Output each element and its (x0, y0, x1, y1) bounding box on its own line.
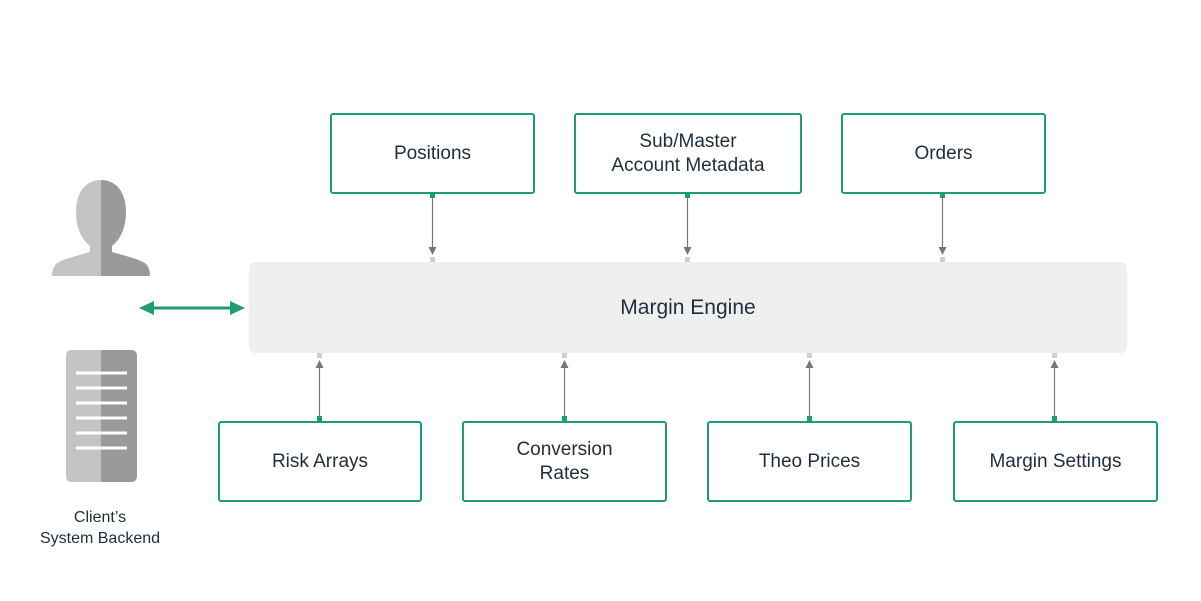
margin-settings-box: Margin Settings (953, 421, 1158, 502)
risk-arrays-label: Risk Arrays (271, 450, 369, 472)
account-metadata-box: Sub/Master Account Metadata (574, 113, 802, 194)
client-caption: Client’s System Backend (39, 509, 161, 547)
connector-theo-prices (805, 353, 814, 421)
orders-box: Orders (841, 113, 1046, 194)
margin-settings-label: Margin Settings (989, 450, 1122, 472)
positions-label: Positions (393, 142, 472, 164)
theo-prices-label: Theo Prices (758, 450, 861, 472)
margin-engine: Margin Engine (249, 262, 1127, 353)
risk-arrays-box: Risk Arrays (218, 421, 422, 502)
connector-positions (428, 193, 437, 262)
orders-label: Orders (914, 142, 973, 164)
connector-conversion-rates (560, 353, 569, 421)
connector-risk-arrays (315, 353, 324, 421)
connector-orders (938, 193, 947, 262)
connector-account-metadata (683, 193, 692, 262)
bidirectional-arrow (139, 301, 245, 315)
positions-box: Positions (330, 113, 535, 194)
account-metadata-label: Sub/Master Account Metadata (611, 130, 765, 176)
conversion-rates-label: Conversion Rates (516, 438, 613, 484)
margin-engine-label: Margin Engine (620, 295, 756, 319)
theo-prices-box: Theo Prices (707, 421, 912, 502)
conversion-rates-box: Conversion Rates (462, 421, 667, 502)
connector-margin-settings (1050, 353, 1059, 421)
